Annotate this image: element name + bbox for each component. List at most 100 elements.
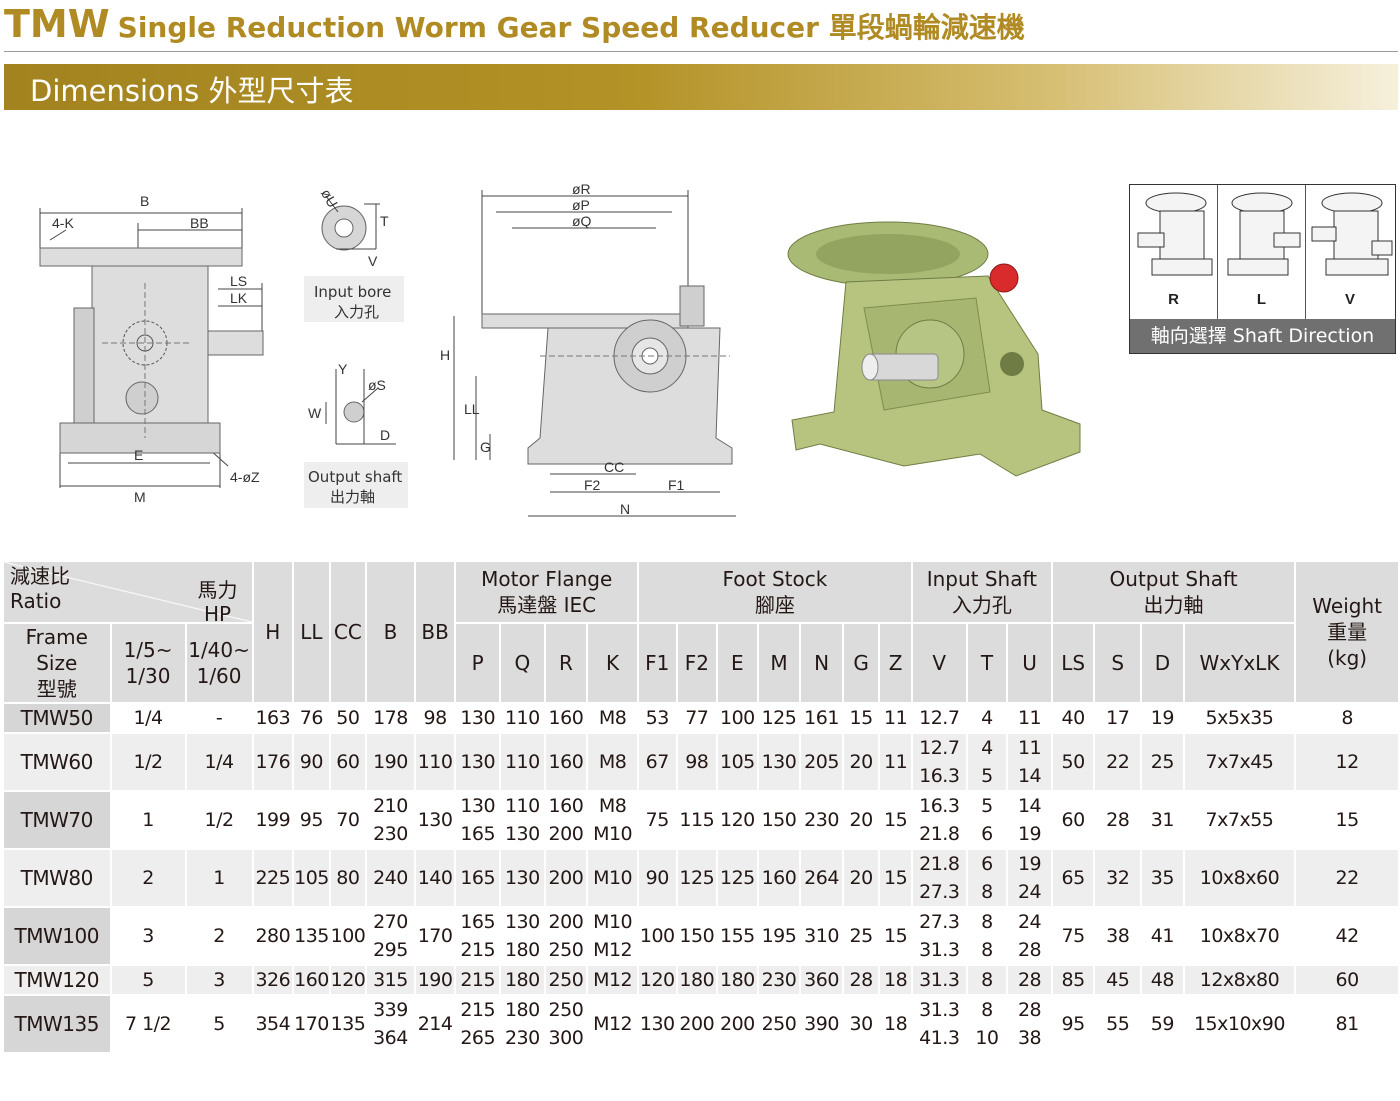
cell-value: 55 bbox=[1106, 1013, 1130, 1035]
cell-value: 67 bbox=[645, 751, 670, 773]
cell-d: 35 bbox=[1142, 850, 1185, 908]
cell-value: 15 bbox=[1335, 809, 1360, 831]
dim-Y: Y bbox=[338, 361, 348, 377]
cell-n: 161 bbox=[801, 704, 844, 734]
cell-wylk: 10x8x70 bbox=[1184, 908, 1297, 966]
cell-value: 16.3 bbox=[919, 795, 960, 817]
cell-value: 265 bbox=[460, 1027, 496, 1049]
shaft-label-L: L bbox=[1256, 291, 1267, 308]
cell-value: - bbox=[215, 707, 223, 729]
cell-w: 22 bbox=[1296, 850, 1400, 908]
dim-H: H bbox=[440, 347, 450, 363]
dim-LK: LK bbox=[230, 290, 248, 306]
shaft-L-icon bbox=[1227, 192, 1301, 276]
cell-g: 30 bbox=[843, 996, 881, 1054]
cell-h: 163 bbox=[253, 704, 295, 734]
cell-value: 21.8 bbox=[919, 853, 960, 875]
cell-r1: 7 1/2 bbox=[111, 996, 187, 1054]
cell-value: 38 bbox=[1106, 925, 1130, 947]
cell-value: 354 bbox=[255, 1013, 291, 1035]
dim-T: T bbox=[380, 213, 389, 229]
cell-m: 195 bbox=[758, 908, 802, 966]
cell-value: 7 1/2 bbox=[124, 1013, 172, 1035]
cell-value: 31 bbox=[1150, 809, 1175, 831]
cell-value: 215 bbox=[460, 969, 496, 991]
cell-e: 180 bbox=[718, 966, 759, 996]
cell-value: 130 bbox=[761, 751, 797, 773]
frame-size-cell: TMW120 bbox=[4, 966, 112, 996]
cell-value: 250 bbox=[548, 969, 584, 991]
ratio-label-en: Ratio bbox=[10, 589, 62, 613]
col-Q-header: Q bbox=[501, 624, 546, 704]
col-BB-header: BB bbox=[415, 562, 457, 704]
cell-value: 180 bbox=[719, 969, 755, 991]
cell-value: 115 bbox=[679, 809, 715, 831]
cell-value: 28 bbox=[1017, 999, 1042, 1021]
cell-value: 105 bbox=[719, 751, 755, 773]
cell-value: 45 bbox=[1106, 969, 1130, 991]
cell-value: 3 bbox=[142, 925, 154, 947]
cell-value: 130 bbox=[639, 1013, 675, 1035]
cell-wylk: 12x8x80 bbox=[1184, 966, 1297, 996]
cell-n: 310 bbox=[801, 908, 844, 966]
cell-value: 8 bbox=[981, 939, 993, 961]
col-U-header: U bbox=[1008, 624, 1053, 704]
cell-k: M8 bbox=[588, 734, 639, 792]
cell-value: 7x7x55 bbox=[1205, 809, 1274, 831]
cell-value: 326 bbox=[255, 969, 291, 991]
cell-value: 230 bbox=[504, 1027, 540, 1049]
cell-f1: 100 bbox=[638, 908, 678, 966]
col-E-header: E bbox=[718, 624, 759, 704]
cell-value: 90 bbox=[299, 751, 324, 773]
cell-value: 200 bbox=[548, 823, 584, 845]
cell-bb: 130 bbox=[415, 792, 457, 850]
cell-f2: 98 bbox=[677, 734, 719, 792]
cell-value: 165 bbox=[460, 867, 496, 889]
weight-zh: 重量 bbox=[1327, 620, 1368, 644]
cell-value: 170 bbox=[417, 925, 453, 947]
cell-q: 180 bbox=[501, 966, 546, 996]
cell-value: 125 bbox=[761, 707, 797, 729]
cell-value: 130 bbox=[504, 867, 540, 889]
cell-w: 12 bbox=[1296, 734, 1400, 792]
cell-f1: 67 bbox=[638, 734, 678, 792]
cell-cc: 120 bbox=[330, 966, 368, 996]
cell-value: M8 bbox=[598, 795, 627, 817]
input-bore-caption-zh: 入力孔 bbox=[334, 303, 379, 321]
cell-f2: 180 bbox=[677, 966, 719, 996]
dim-W: W bbox=[308, 405, 322, 421]
cell-r: 250 bbox=[545, 966, 589, 996]
cell-value: 11 bbox=[884, 751, 908, 773]
dim-Q: øQ bbox=[572, 213, 592, 229]
cell-value: 5 bbox=[142, 969, 154, 991]
cell-n: 230 bbox=[801, 792, 844, 850]
cell-m: 230 bbox=[758, 966, 802, 996]
cell-value: 130 bbox=[460, 751, 496, 773]
cell-value: 364 bbox=[373, 1027, 408, 1049]
cell-e: 200 bbox=[718, 996, 759, 1054]
cell-h: 199 bbox=[253, 792, 295, 850]
frame-size-cell: TMW100 bbox=[4, 908, 112, 966]
cell-k: M8 bbox=[588, 704, 639, 734]
cell-p: 165 bbox=[456, 850, 502, 908]
shaft-R-icon bbox=[1137, 192, 1213, 276]
cell-m: 130 bbox=[758, 734, 802, 792]
weight-en: Weight bbox=[1312, 594, 1382, 618]
frame-size-cell: TMW80 bbox=[4, 850, 112, 908]
cell-value: 8 bbox=[981, 999, 993, 1021]
ratio-2-top: 1/40~ bbox=[188, 638, 250, 662]
cell-value: 135 bbox=[330, 1013, 366, 1035]
cell-value: 15 bbox=[884, 925, 908, 947]
cell-z: 18 bbox=[880, 996, 913, 1054]
col-F2-header: F2 bbox=[677, 624, 719, 704]
cell-q: 110 bbox=[501, 734, 546, 792]
